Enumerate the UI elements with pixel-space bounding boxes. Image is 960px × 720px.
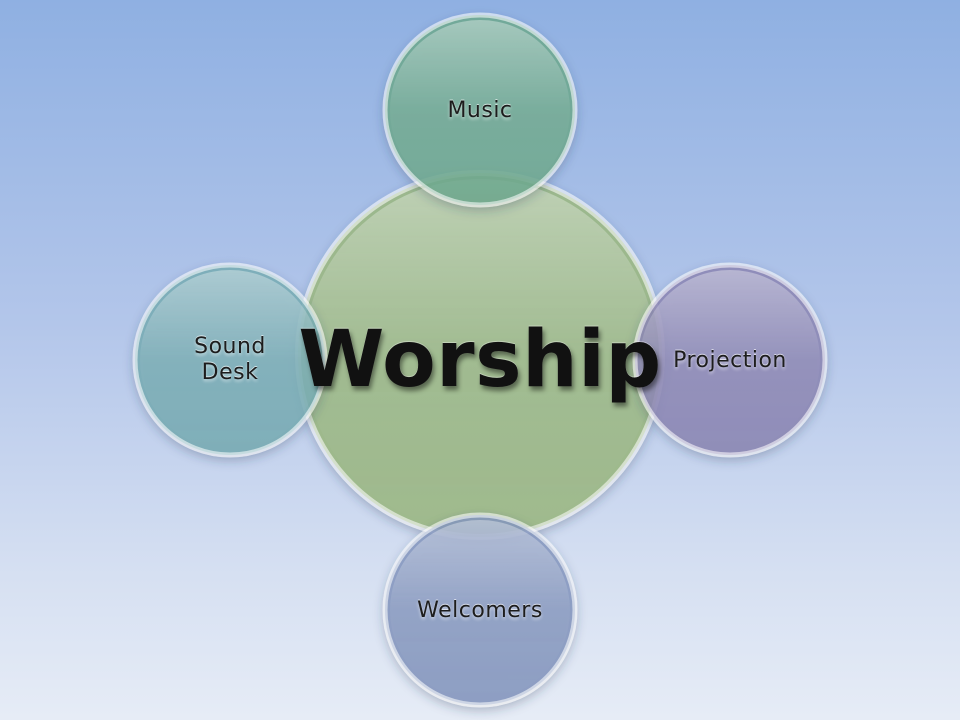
node-circle-music — [382, 12, 578, 208]
center-circle — [295, 170, 665, 540]
node-circle-welcomers — [382, 512, 578, 708]
node-circle-projection — [632, 262, 828, 458]
node-circle-sound-desk — [132, 262, 328, 458]
